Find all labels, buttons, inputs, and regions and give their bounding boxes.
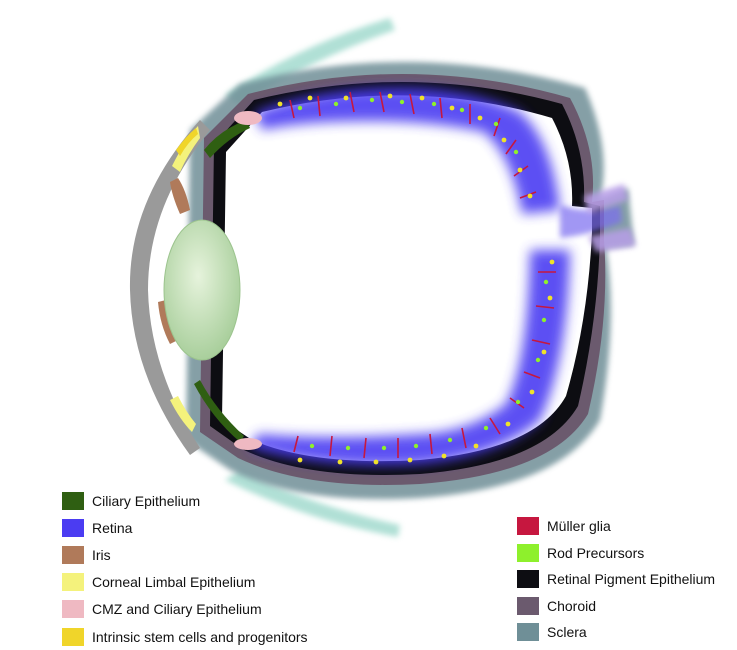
legend-label: Rod Precursors	[547, 545, 644, 561]
cmz-lower	[234, 438, 262, 450]
legend-label: Iris	[92, 547, 111, 563]
legend-item-cmz-ciliary-epithelium: CMZ and Ciliary Epithelium	[62, 596, 308, 623]
legend-label: Intrinsic stem cells and progenitors	[92, 629, 308, 645]
legend-label: Müller glia	[547, 518, 611, 534]
legend-item-iris: Iris	[62, 541, 308, 568]
legend-swatch	[62, 600, 84, 618]
legend-item-rod-precursors: Rod Precursors	[517, 540, 715, 567]
legend-label: Choroid	[547, 598, 596, 614]
legend-item-corneal-limbal-epithelium: Corneal Limbal Epithelium	[62, 569, 308, 596]
iris-upper	[170, 178, 190, 214]
cmz-upper	[234, 111, 262, 125]
legend-item-retina: Retina	[62, 514, 308, 541]
legend-swatch	[62, 573, 84, 591]
legend-item-sclera: Sclera	[517, 619, 715, 646]
legend-swatch	[62, 628, 84, 646]
legend-swatch	[517, 570, 539, 588]
legend-item-muller-glia: Müller glia	[517, 513, 715, 540]
legend-label: Ciliary Epithelium	[92, 493, 200, 509]
legend-swatch	[62, 546, 84, 564]
lens	[164, 220, 240, 360]
legend-swatch	[517, 544, 539, 562]
legend-item-ciliary-epithelium: Ciliary Epithelium	[62, 487, 308, 514]
legend-swatch	[62, 492, 84, 510]
legend-item-intrinsic-stem-cells: Intrinsic stem cells and progenitors	[62, 623, 308, 650]
legend-label: Corneal Limbal Epithelium	[92, 574, 255, 590]
legend-left: Ciliary Epithelium Retina Iris Corneal L…	[62, 487, 308, 650]
legend-swatch	[62, 519, 84, 537]
legend-label: Retinal Pigment Epithelium	[547, 571, 715, 587]
legend-item-choroid: Choroid	[517, 593, 715, 620]
legend-swatch	[517, 517, 539, 535]
legend-label: Retina	[92, 520, 132, 536]
legend-swatch	[517, 597, 539, 615]
legend-label: CMZ and Ciliary Epithelium	[92, 601, 262, 617]
legend-label: Sclera	[547, 624, 587, 640]
legend-right: Müller glia Rod Precursors Retinal Pigme…	[517, 513, 715, 646]
legend-item-retinal-pigment-epithelium: Retinal Pigment Epithelium	[517, 566, 715, 593]
